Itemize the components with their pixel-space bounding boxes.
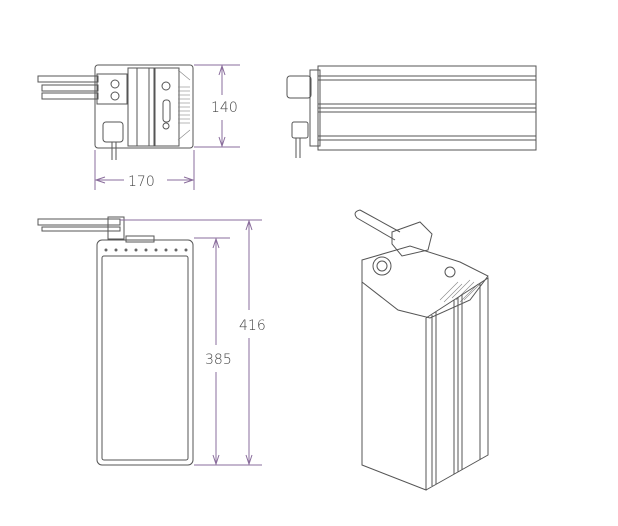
side-view xyxy=(286,65,537,158)
dimension-385: 385 xyxy=(194,237,262,466)
dimension-140: 140 xyxy=(194,64,240,148)
dimension-170: 170 xyxy=(94,150,195,190)
dimension-label-385: 385 xyxy=(205,352,232,368)
dimension-416: 416 xyxy=(120,219,266,466)
top-view xyxy=(37,64,194,160)
dimension-label-140: 140 xyxy=(211,100,238,116)
front-view xyxy=(37,216,194,466)
dimension-label-416: 416 xyxy=(239,318,266,334)
isometric-view xyxy=(354,209,489,491)
dimension-label-170: 170 xyxy=(128,174,155,190)
